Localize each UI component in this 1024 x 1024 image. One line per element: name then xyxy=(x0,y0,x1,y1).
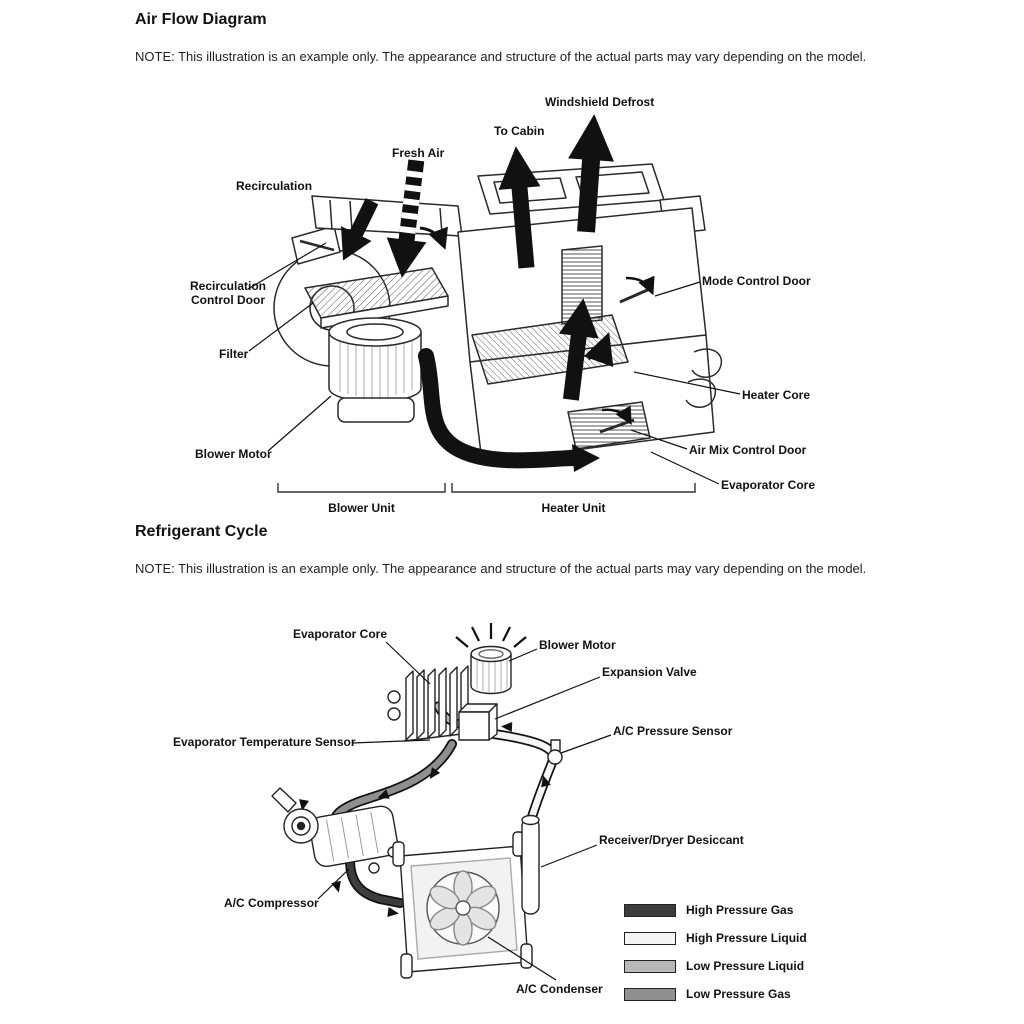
refrigerant-section-title: Refrigerant Cycle xyxy=(135,523,268,540)
label-mode-control-door: Mode Control Door xyxy=(702,274,811,288)
ac-compressor-drawing xyxy=(271,787,399,874)
recirculation-arrow xyxy=(340,198,379,261)
legend-label-high-pressure-gas: High Pressure Gas xyxy=(686,903,794,917)
label-recirculation: Recirculation xyxy=(236,179,313,193)
legend-row-high-pressure-gas: High Pressure Gas xyxy=(624,903,807,917)
refrigerant-components xyxy=(271,623,563,979)
label-recirculation-control-door: Recirculation Control Door xyxy=(189,279,267,307)
label-evaporator-temperature-sensor: Evaporator Temperature Sensor xyxy=(173,735,356,749)
blower-motor-small-drawing xyxy=(455,623,527,695)
label-air-mix-control-door: Air Mix Control Door xyxy=(689,443,807,457)
legend-swatch-high-pressure-gas xyxy=(624,903,676,917)
legend-label-high-pressure-liquid: High Pressure Liquid xyxy=(686,931,807,945)
windshield-defrost-arrow xyxy=(568,114,614,233)
legend-row-high-pressure-liquid: High Pressure Liquid xyxy=(624,931,807,945)
label-to-cabin: To Cabin xyxy=(494,124,545,138)
pipe-high-pressure-liquid xyxy=(490,730,557,824)
legend-swatch-low-pressure-liquid xyxy=(624,959,676,973)
label-filter: Filter xyxy=(219,347,249,361)
ac-pressure-sensor-drawing xyxy=(547,739,563,765)
label-blower-unit: Blower Unit xyxy=(328,501,395,515)
airflow-arrows xyxy=(340,114,614,472)
label-windshield-defrost: Windshield Defrost xyxy=(545,95,655,109)
label-expansion-valve: Expansion Valve xyxy=(602,665,697,679)
receiver-dryer-drawing xyxy=(521,814,540,915)
label-heater-core: Heater Core xyxy=(742,388,811,402)
legend-swatch-low-pressure-gas xyxy=(624,987,676,1001)
label-receiver-dryer-desiccant: Receiver/Dryer Desiccant xyxy=(599,833,744,847)
refrigerant-leader-lines xyxy=(317,641,612,981)
airflow-section-title: Air Flow Diagram xyxy=(135,11,267,28)
legend-row-low-pressure-liquid: Low Pressure Liquid xyxy=(624,959,807,973)
label-blower-motor: Blower Motor xyxy=(195,447,272,461)
airflow-hvac-unit-drawing xyxy=(273,163,723,463)
refrigerant-flow-arrows xyxy=(299,722,551,917)
ac-condenser-drawing xyxy=(392,831,533,979)
airflow-small-arrows xyxy=(419,226,655,426)
evaporator-core-fins xyxy=(387,665,471,742)
pressure-legend: High Pressure Gas High Pressure Liquid L… xyxy=(624,903,807,1001)
label-blower-motor-refrigerant: Blower Motor xyxy=(539,638,616,652)
unit-braces xyxy=(277,483,696,493)
label-ac-condenser: A/C Condenser xyxy=(516,982,603,996)
expansion-valve-drawing xyxy=(458,703,498,741)
legend-swatch-high-pressure-liquid xyxy=(624,931,676,945)
blower-to-heater-duct xyxy=(418,348,584,469)
label-evaporator-core: Evaporator Core xyxy=(721,478,816,492)
label-fresh-air: Fresh Air xyxy=(392,146,445,160)
label-heater-unit: Heater Unit xyxy=(541,501,606,515)
label-evaporator-core-refrigerant: Evaporator Core xyxy=(293,627,388,641)
to-cabin-arrow xyxy=(498,146,541,269)
airflow-section-note: NOTE: This illustration is an example on… xyxy=(135,49,867,64)
fresh-air-arrow xyxy=(386,159,427,278)
label-ac-compressor: A/C Compressor xyxy=(224,896,319,910)
airflow-leader-lines xyxy=(247,242,741,485)
legend-label-low-pressure-gas: Low Pressure Gas xyxy=(686,987,791,1001)
refrigerant-section-note: NOTE: This illustration is an example on… xyxy=(135,561,867,576)
condenser-fan xyxy=(429,870,497,946)
pipe-high-pressure-gas xyxy=(346,856,404,907)
heater-internal-arrow xyxy=(558,298,599,401)
label-ac-pressure-sensor: A/C Pressure Sensor xyxy=(613,724,733,738)
legend-label-low-pressure-liquid: Low Pressure Liquid xyxy=(686,959,805,973)
legend-row-low-pressure-gas: Low Pressure Gas xyxy=(624,987,807,1001)
